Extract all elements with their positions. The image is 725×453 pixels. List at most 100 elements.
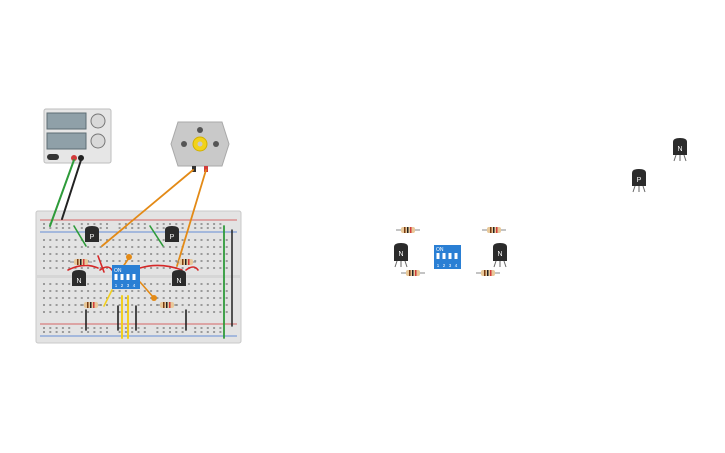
terminal-hole[interactable]	[206, 283, 209, 285]
terminal-hole[interactable]	[99, 311, 102, 313]
terminal-hole[interactable]	[200, 311, 203, 313]
terminal-hole[interactable]	[80, 246, 83, 248]
dip-switch-1-toggle-3[interactable]	[126, 274, 130, 280]
breadboard-holes[interactable]	[43, 223, 228, 333]
rail-hole[interactable]	[93, 331, 96, 333]
rail-hole[interactable]	[143, 227, 146, 229]
terminal-hole[interactable]	[156, 253, 159, 255]
terminal-hole[interactable]	[200, 253, 203, 255]
terminal-hole[interactable]	[99, 253, 102, 255]
terminal-hole[interactable]	[206, 246, 209, 248]
rail-hole[interactable]	[219, 327, 222, 329]
terminal-hole[interactable]	[143, 290, 146, 292]
terminal-hole[interactable]	[225, 290, 228, 292]
terminal-hole[interactable]	[225, 267, 228, 269]
transistor-p-1[interactable]: P	[85, 226, 99, 242]
terminal-hole[interactable]	[206, 304, 209, 306]
terminal-hole[interactable]	[43, 304, 45, 306]
terminal-hole[interactable]	[43, 267, 45, 269]
terminal-hole[interactable]	[200, 267, 203, 269]
rail-hole[interactable]	[43, 327, 45, 329]
terminal-hole[interactable]	[118, 311, 121, 313]
terminal-hole[interactable]	[213, 260, 216, 262]
parts-resistor-1[interactable]	[396, 227, 420, 233]
terminal-hole[interactable]	[99, 297, 102, 299]
rail-hole[interactable]	[43, 223, 45, 225]
rail-hole[interactable]	[124, 327, 127, 329]
rail-hole[interactable]	[61, 331, 64, 333]
terminal-hole[interactable]	[118, 260, 121, 262]
terminal-hole[interactable]	[68, 283, 71, 285]
terminal-hole[interactable]	[156, 239, 159, 241]
terminal-hole[interactable]	[43, 239, 45, 241]
parts-dip-switch[interactable]: ON 1 2 3 4	[434, 245, 461, 269]
terminal-hole[interactable]	[80, 253, 83, 255]
terminal-hole[interactable]	[49, 311, 52, 313]
rail-hole[interactable]	[169, 223, 171, 225]
terminal-hole[interactable]	[175, 260, 178, 262]
rail-hole[interactable]	[219, 331, 222, 333]
terminal-hole[interactable]	[124, 253, 127, 255]
terminal-hole[interactable]	[143, 267, 146, 269]
terminal-hole[interactable]	[225, 311, 228, 313]
terminal-hole[interactable]	[124, 246, 127, 248]
rail-hole[interactable]	[49, 327, 52, 329]
terminal-hole[interactable]	[87, 260, 90, 262]
terminal-hole[interactable]	[200, 246, 203, 248]
terminal-hole[interactable]	[74, 311, 77, 313]
terminal-hole[interactable]	[200, 290, 203, 292]
terminal-hole[interactable]	[213, 297, 216, 299]
terminal-hole[interactable]	[87, 283, 90, 285]
terminal-hole[interactable]	[150, 239, 153, 241]
rail-hole[interactable]	[68, 331, 71, 333]
terminal-hole[interactable]	[181, 290, 184, 292]
rail-hole[interactable]	[49, 331, 52, 333]
rail-hole[interactable]	[118, 227, 121, 229]
terminal-hole[interactable]	[169, 297, 171, 299]
terminal-hole[interactable]	[93, 253, 96, 255]
terminal-hole[interactable]	[150, 290, 153, 292]
terminal-hole[interactable]	[131, 290, 134, 292]
terminal-hole[interactable]	[118, 246, 121, 248]
parts-dip-toggle-4[interactable]	[454, 253, 458, 259]
terminal-hole[interactable]	[150, 267, 153, 269]
terminal-hole[interactable]	[68, 297, 71, 299]
rail-hole[interactable]	[169, 327, 171, 329]
terminal-hole[interactable]	[169, 311, 171, 313]
terminal-hole[interactable]	[93, 267, 96, 269]
parts-resistor-4[interactable]	[476, 270, 500, 276]
transistor-n-2[interactable]: N	[172, 270, 186, 286]
terminal-hole[interactable]	[175, 290, 178, 292]
rail-hole[interactable]	[137, 327, 140, 329]
terminal-hole[interactable]	[55, 239, 58, 241]
terminal-hole[interactable]	[80, 297, 83, 299]
rail-hole[interactable]	[156, 223, 159, 225]
terminal-hole[interactable]	[169, 290, 171, 292]
rail-hole[interactable]	[93, 327, 96, 329]
terminal-hole[interactable]	[194, 283, 197, 285]
terminal-hole[interactable]	[55, 304, 58, 306]
terminal-hole[interactable]	[118, 290, 121, 292]
rail-hole[interactable]	[131, 331, 134, 333]
terminal-hole[interactable]	[143, 297, 146, 299]
terminal-hole[interactable]	[143, 260, 146, 262]
terminal-hole[interactable]	[150, 304, 153, 306]
terminal-hole[interactable]	[55, 283, 58, 285]
terminal-hole[interactable]	[68, 311, 71, 313]
rail-hole[interactable]	[162, 327, 165, 329]
terminal-hole[interactable]	[181, 267, 184, 269]
wires[interactable]	[49, 159, 233, 339]
rail-hole[interactable]	[143, 331, 146, 333]
terminal-hole[interactable]	[219, 304, 222, 306]
terminal-hole[interactable]	[137, 304, 140, 306]
rail-hole[interactable]	[200, 227, 203, 229]
terminal-hole[interactable]	[175, 253, 178, 255]
rail-hole[interactable]	[131, 327, 134, 329]
rail-hole[interactable]	[175, 223, 178, 225]
terminal-hole[interactable]	[131, 239, 134, 241]
terminal-hole[interactable]	[213, 311, 216, 313]
terminal-hole[interactable]	[61, 267, 64, 269]
terminal-hole[interactable]	[194, 311, 197, 313]
terminal-hole[interactable]	[162, 260, 165, 262]
